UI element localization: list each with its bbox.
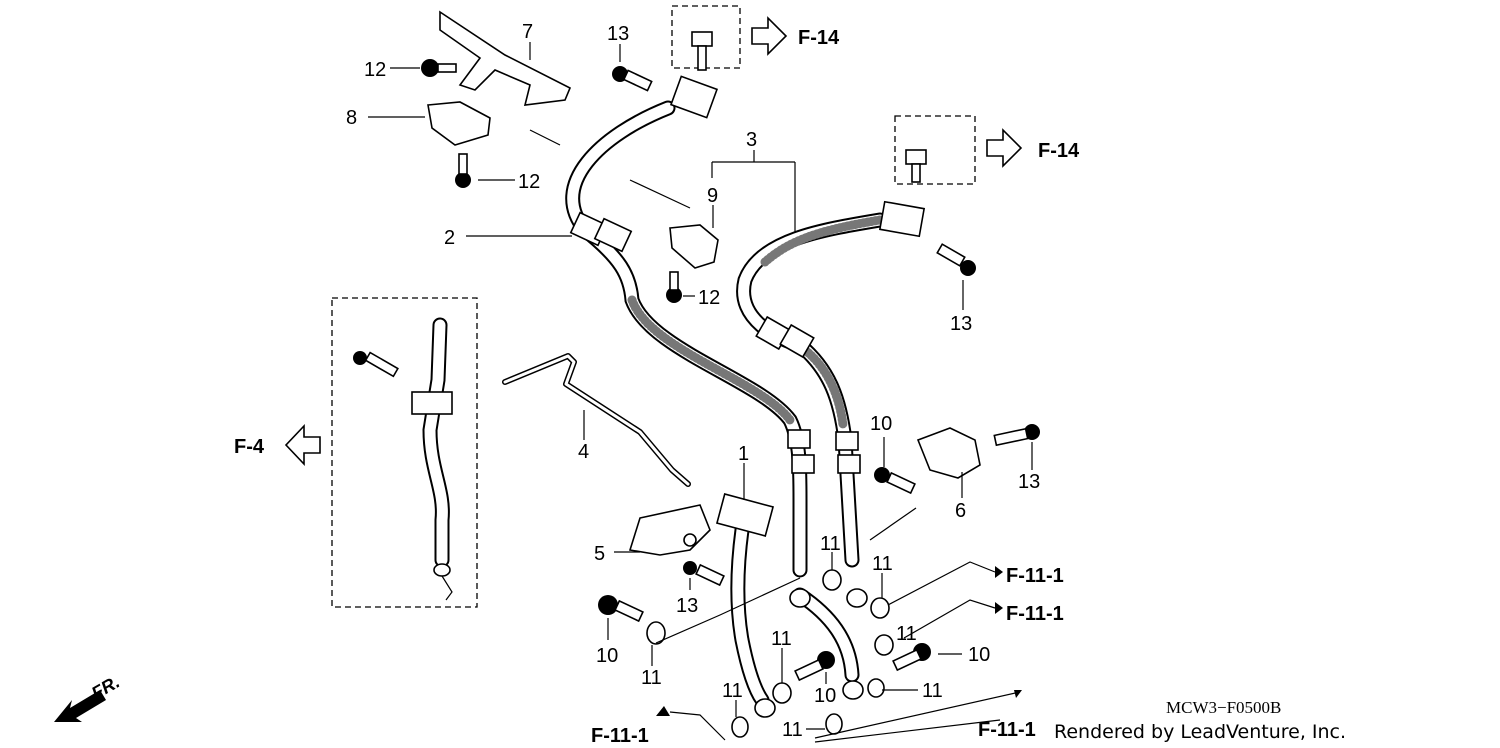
callout-11: 11 — [641, 667, 662, 689]
callout-12: 12 — [698, 287, 720, 309]
callout-8: 8 — [346, 107, 357, 129]
bolt-10-bottom — [794, 651, 835, 682]
callout-10: 10 — [870, 413, 892, 435]
ref-label-f14-right: F-14 — [1038, 140, 1080, 162]
callout-13: 13 — [1018, 471, 1040, 493]
front-arrow-icon — [54, 690, 106, 722]
bolt-10-upper — [874, 467, 916, 495]
clamp-9 — [669, 224, 719, 269]
callout-2: 2 — [444, 227, 455, 249]
ref-label-f14-top: F-14 — [798, 27, 840, 49]
callout-10: 10 — [814, 685, 836, 707]
detail-box-left — [331, 297, 478, 608]
ref-label-f11-1: F-11-1 — [978, 719, 1036, 741]
sealing-washers — [646, 569, 894, 738]
callout-11: 11 — [896, 623, 917, 645]
bolt-13-lower — [683, 561, 725, 587]
bracket-7 — [439, 10, 572, 106]
ref-label-f11-1: F-11-1 — [1006, 565, 1064, 587]
callout-11: 11 — [872, 553, 893, 575]
callout-10: 10 — [968, 644, 990, 666]
arrow-right-icon — [751, 16, 788, 56]
callout-11: 11 — [782, 719, 803, 741]
ref-label-f11-1: F-11-1 — [591, 725, 649, 747]
callout-13: 13 — [950, 313, 972, 335]
bolt-left-detail — [353, 351, 399, 378]
credit-text: Rendered by LeadVenture, Inc. — [1054, 721, 1346, 743]
arrow-right-icon — [986, 128, 1023, 168]
bolt-12-lower — [666, 271, 682, 303]
hose-joint-top — [669, 75, 719, 119]
callout-7: 7 — [522, 21, 533, 43]
bolt-12-top — [421, 59, 457, 77]
hose-joint-1 — [715, 493, 775, 537]
leader-lines — [368, 42, 1033, 743]
clamp-8 — [427, 101, 491, 146]
bolt-13-far-right — [993, 424, 1040, 447]
callout-13: 13 — [607, 23, 629, 45]
callout-1: 1 — [738, 443, 749, 465]
callout-10: 10 — [596, 645, 618, 667]
bolt-10-left — [598, 595, 644, 623]
callout-11: 11 — [922, 680, 943, 702]
diagram-code: MCW3−F0500B — [1166, 698, 1281, 717]
callout-12: 12 — [364, 59, 386, 81]
bolt-12-mid — [455, 153, 471, 188]
bracket-5 — [628, 504, 711, 556]
arrow-left-icon — [284, 423, 321, 467]
callout-4: 4 — [578, 441, 589, 463]
callout-5: 5 — [594, 543, 605, 565]
bolt-10-right — [892, 643, 931, 672]
ref-label-f11-1: F-11-1 — [1006, 603, 1064, 625]
ref-label-f4: F-4 — [234, 436, 265, 458]
bolt-top-detail — [691, 31, 713, 71]
brake-pipe-4 — [502, 353, 691, 487]
hose-joint-right — [878, 200, 926, 238]
callout-9: 9 — [707, 185, 718, 207]
clamp-6 — [916, 427, 981, 479]
bolt-13-top — [612, 66, 653, 92]
bolt-13-right — [936, 243, 976, 276]
callout-3: 3 — [746, 129, 757, 151]
callout-6: 6 — [955, 500, 966, 522]
callout-11: 11 — [722, 680, 743, 702]
callout-12: 12 — [518, 171, 540, 193]
callout-11: 11 — [771, 628, 792, 650]
detail-box-right — [894, 115, 976, 185]
callout-11: 11 — [820, 533, 841, 555]
callout-13: 13 — [676, 595, 698, 617]
bolt-right-detail — [905, 149, 927, 183]
